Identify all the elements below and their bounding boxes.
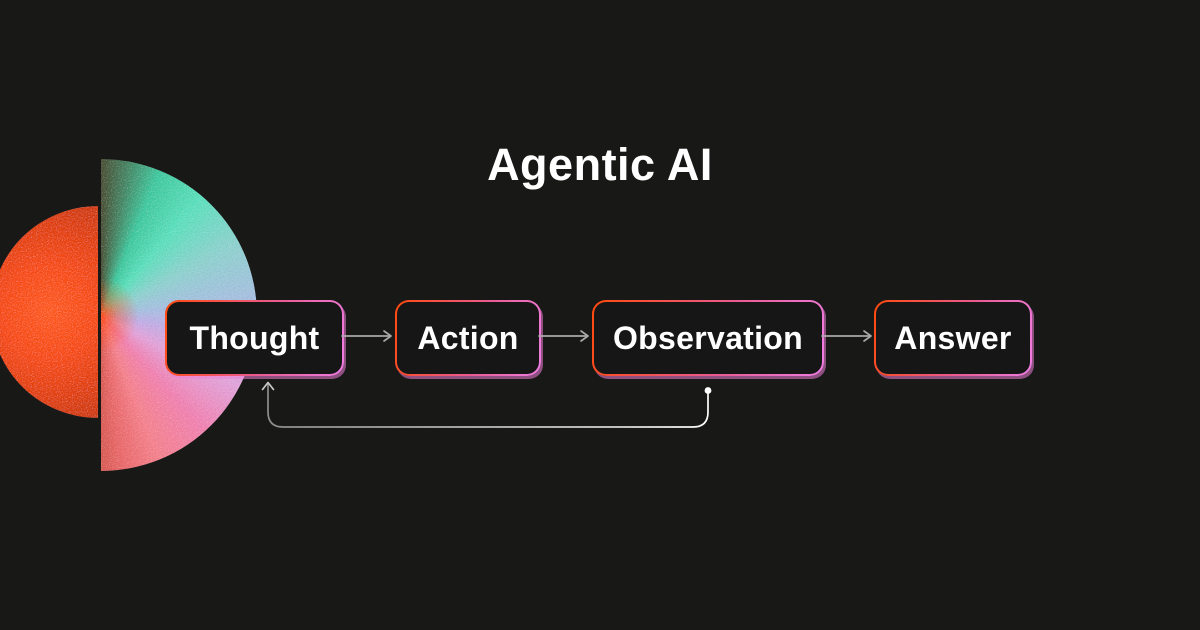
node-answer-label: Answer xyxy=(894,319,1012,356)
node-thought: Thought xyxy=(165,300,344,376)
node-thought-label: Thought xyxy=(189,319,320,356)
decor-semicircle-orange xyxy=(0,206,98,418)
node-action-label: Action xyxy=(417,319,519,356)
node-action: Action xyxy=(395,300,541,376)
page-title: Agentic AI xyxy=(487,139,713,190)
node-answer: Answer xyxy=(874,300,1032,376)
node-observation: Observation xyxy=(592,300,824,376)
node-observation-label: Observation xyxy=(612,319,804,356)
